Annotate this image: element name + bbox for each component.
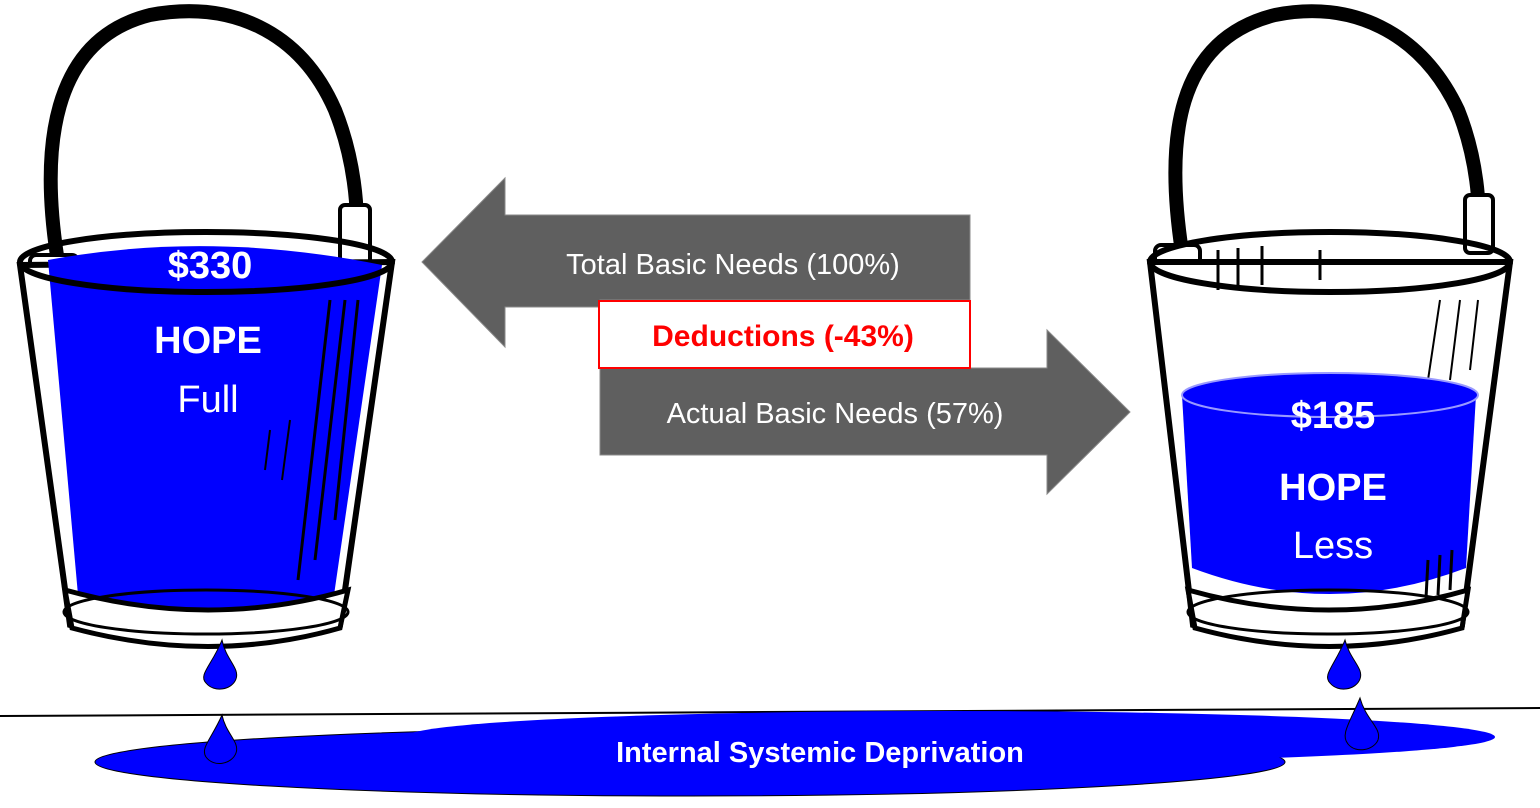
drip-icon [203, 638, 238, 690]
actual-basic-needs-label: Actual Basic Needs (57%) [667, 398, 1004, 430]
deductions-label: Deductions (-43%) [652, 320, 914, 353]
left-bucket-amount: $330 [168, 245, 253, 287]
drip-icon [204, 713, 238, 764]
left-bucket: $330 HOPE Full [16, 4, 396, 649]
ground-line [0, 707, 1540, 717]
total-basic-needs-label: Total Basic Needs (100%) [566, 249, 900, 281]
right-bucket-amount: $185 [1291, 395, 1376, 437]
left-bucket-label: HOPE [154, 320, 262, 362]
left-bucket-state: Full [177, 379, 238, 421]
drip-icon [1344, 696, 1380, 751]
right-bucket-label: HOPE [1279, 467, 1387, 509]
deductions-box: Deductions (-43%) [598, 300, 971, 369]
puddle: Internal Systemic Deprivation [94, 711, 1495, 797]
puddle-label: Internal Systemic Deprivation [616, 737, 1024, 769]
drip-icon [1327, 638, 1362, 690]
right-arrow: Actual Basic Needs (57%) [599, 328, 1131, 496]
right-bucket-state: Less [1293, 525, 1373, 567]
right-bucket: $185 HOPE Less [1146, 4, 1514, 649]
